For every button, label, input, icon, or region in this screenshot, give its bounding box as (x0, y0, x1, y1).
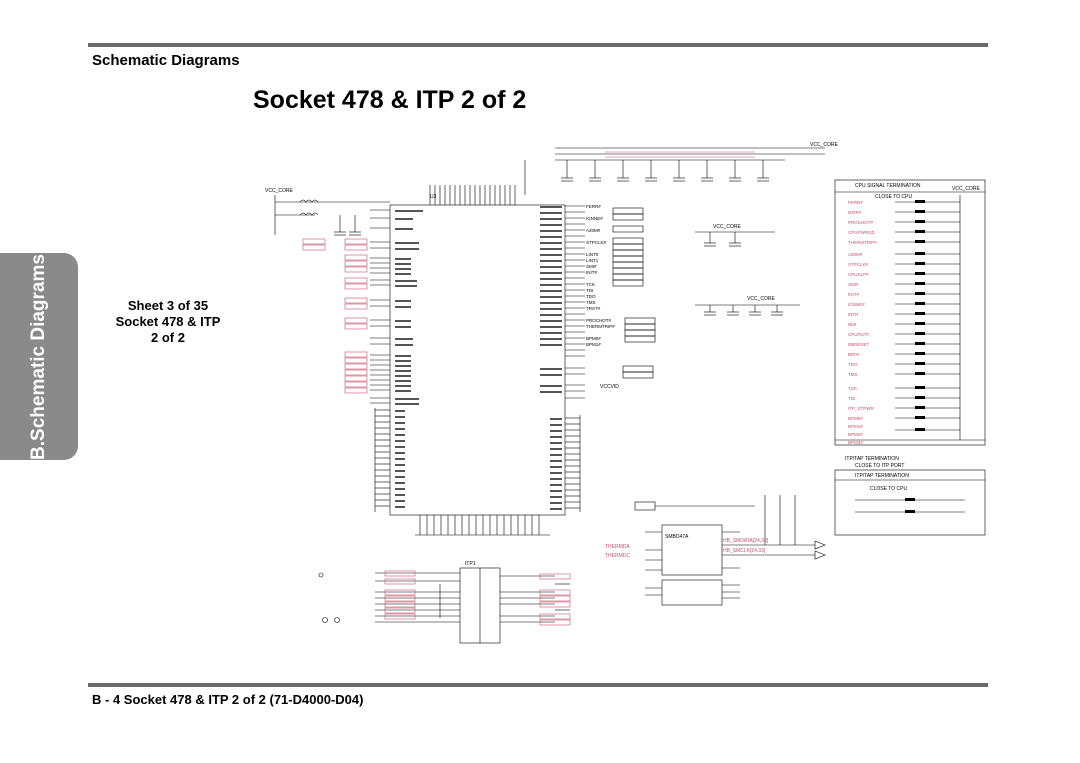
thermda-label: THERMDA (605, 544, 630, 550)
cpu-termination-title: CPU SIGNAL TERMINATION (855, 183, 921, 189)
term-bpm0: BPM0# (848, 416, 863, 421)
header-bar (88, 43, 988, 47)
smbus-data-label: HB_SMDATA[24,33] (723, 538, 769, 544)
sheet-subject: Socket 478 & ITP (115, 314, 221, 329)
vcc-core-label-table: VCC_CORE (952, 186, 980, 192)
term-tck: TCK (848, 386, 857, 391)
term-thermtrip: THERMTRIP# (848, 240, 877, 245)
side-tab-label: B.Schematic Diagrams (28, 253, 50, 460)
term-tms: TMS (848, 372, 858, 377)
signal-smi: SMI# (586, 264, 597, 269)
term-itp-stpwr: ITP_STPWR (848, 406, 875, 411)
signal-bpm0: BPM0# (586, 336, 601, 341)
signal-bpm1: BPM1# (586, 342, 601, 347)
signal-ignne: IGNNE# (586, 216, 603, 221)
term-smi: SMI# (848, 282, 859, 287)
itp-connector-label: ITP1 (465, 561, 476, 567)
section-title: Schematic Diagrams (92, 52, 240, 69)
term-tdo: TDO (848, 362, 858, 367)
signal-tms: TMS (586, 300, 596, 305)
term-cpurst: CPURST# (848, 332, 870, 337)
term-cpuslp: CPUSLP# (848, 272, 869, 277)
signal-tck: TCK (586, 282, 595, 287)
term-br0: BR0# (848, 352, 860, 357)
sheet-part: 2 of 2 (151, 330, 185, 345)
signal-lint0: LINT0 (586, 252, 599, 257)
signal-thermtrip: THERMTRIP# (586, 324, 615, 329)
signal-tdo: TDO (586, 294, 596, 299)
term-bpm2: BPM2# (848, 432, 863, 437)
footer-caption: B - 4 Socket 478 & ITP 2 of 2 (71-D4000-… (92, 692, 364, 707)
term-prochot: PROCHOT# (848, 220, 874, 225)
term-cpupwrgd: CPUPWRGD (848, 230, 875, 235)
term-ierr: IERR# (848, 210, 862, 215)
itp-termination2-title: ITP/TAP TERMINATION (855, 473, 909, 479)
signal-stpclk: STPCLK# (586, 240, 607, 245)
signal-lint1: LINT1 (586, 258, 599, 263)
itp-termination-subtitle: CLOSE TO ITP PORT (855, 463, 904, 469)
term-init: INIT# (848, 292, 859, 297)
term-bpm1: BPM1# (848, 424, 863, 429)
vccvid-label: VCCVID (600, 384, 619, 390)
signal-a20m: A20M# (586, 228, 601, 233)
thermdc-label: THERMDC (605, 553, 630, 559)
signal-tdi: TDI (586, 288, 593, 293)
signal-init: INIT# (586, 270, 597, 275)
smbus-clk-label: HB_SMCLK[24,33] (723, 548, 766, 554)
page-title: Socket 478 & ITP 2 of 2 (253, 86, 527, 114)
sheet-info: Sheet 3 of 35 Socket 478 & ITP 2 of 2 (98, 298, 238, 346)
sheet-number: Sheet 3 of 35 (127, 298, 209, 313)
footer-bar (88, 683, 988, 687)
sensor-part-label: SMBD47A (665, 534, 689, 540)
term-stpclk: STPCLK# (848, 262, 869, 267)
term-dbreset: DBRESET (848, 342, 870, 347)
itp-termination2-subtitle: CLOSE TO CPU (870, 486, 907, 492)
cpu-part-label: U3 (430, 194, 437, 200)
vcc-core-label-top: VCC_CORE (810, 142, 838, 148)
side-tab: B.Schematic Diagrams (0, 253, 78, 460)
itp-termination-title: ITP/TAP TERMINATION (845, 456, 899, 462)
term-nmi: NMI (848, 322, 856, 327)
schematic-diagram: VCC_CORE VCC_CORE VCC_CORE VCC_CORE VCC_… (265, 142, 986, 644)
vcc-core-label-mid: VCC_CORE (713, 224, 741, 230)
term-ignne: IGNNE# (848, 302, 865, 307)
term-intr: INTR (848, 312, 859, 317)
term-a20m: A20M# (848, 252, 863, 257)
cpu-termination-subtitle: CLOSE TO CPU (875, 194, 912, 200)
term-tdi: TDI (848, 396, 855, 401)
vcc-core-label-mid2: VCC_CORE (747, 296, 775, 302)
signal-prochot: PROCHOT# (586, 318, 612, 323)
term-ferr: FERR# (848, 200, 863, 205)
signal-ferr: FERR# (586, 204, 601, 209)
signal-trst: TRST# (586, 306, 601, 311)
vcc-core-label-left: VCC_CORE (265, 188, 293, 194)
term-bpm3: BPM3# (848, 440, 863, 445)
